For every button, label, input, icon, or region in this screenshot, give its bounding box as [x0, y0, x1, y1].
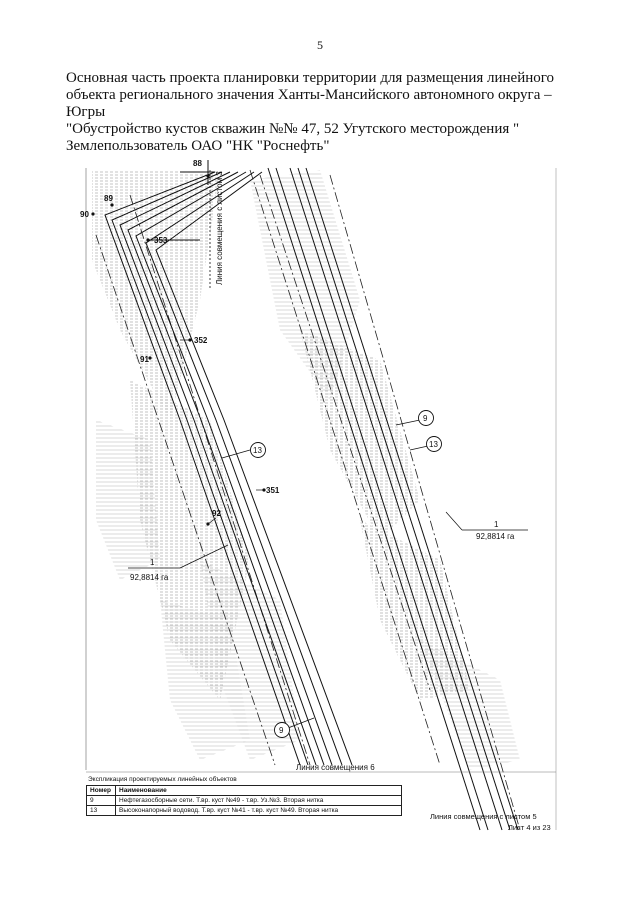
left-pipeline-corridor: [104, 171, 353, 766]
parcel-right-number: 1: [494, 520, 499, 529]
svg-text:13: 13: [429, 440, 438, 449]
point-91-marker: [148, 356, 152, 360]
legend-row-name: Нефтегазосборные сети. Т.вр. куст №49 - …: [115, 795, 402, 806]
header-line-4: "Обустройство кустов скважин №№ 47, 52 У…: [66, 121, 520, 137]
table-row: 13 Высоконапорный водовод. Т.вр. куст №4…: [86, 805, 402, 816]
parcel-right-area: 92,8814 га: [476, 532, 515, 541]
header-line-3: Югры: [66, 104, 106, 120]
point-88-marker: [206, 174, 210, 178]
point-353-marker: [146, 238, 150, 242]
table-row: 9 Нефтегазосборные сети. Т.вр. куст №49 …: [86, 795, 402, 806]
legend-header-row: Номер Наименование: [86, 785, 402, 796]
point-353-label: 353: [154, 236, 168, 245]
object-tag-9-right: 9: [395, 410, 434, 426]
page-number: 5: [317, 38, 323, 52]
svg-text:9: 9: [423, 414, 428, 423]
parcel-left-number: 1: [150, 558, 155, 567]
legend-row-name: Высоконапорный водовод. Т.вр. куст №41 -…: [115, 805, 402, 816]
object-tag-13-left: 13: [221, 442, 266, 459]
point-leaders: [180, 339, 264, 525]
point-352-label: 352: [194, 336, 208, 345]
point-90-label: 90: [80, 210, 89, 219]
svg-text:9: 9: [279, 726, 284, 735]
legend-row-number: 13: [86, 805, 116, 816]
point-89-label: 89: [104, 194, 113, 203]
parcel-left-area: 92,8814 га: [130, 573, 169, 582]
boundary-lines: [95, 169, 521, 831]
point-88-label: 88: [193, 159, 202, 168]
legend-col-number: Номер: [86, 785, 116, 796]
document-header: Основная часть проекта планировки террит…: [66, 70, 566, 155]
parcel-label-right: 1 92,8814 га: [445, 511, 528, 541]
legend-col-name: Наименование: [115, 785, 402, 796]
legend-title: Экспликация проектируемых линейных объек…: [88, 776, 237, 783]
object-tag-13-right: 13: [409, 436, 442, 452]
point-351-label: 351: [266, 486, 280, 495]
parcel-label-left: 1 92,8814 га: [128, 544, 229, 582]
header-line-1: Основная часть проекта планировки террит…: [66, 70, 555, 86]
point-92-label: 92: [212, 509, 221, 518]
join-line-bottom-label: Линия совмещения 6: [296, 763, 375, 772]
join-line-sheet3-label: Линия совмещения с листом 3: [215, 171, 224, 285]
object-tag-9-left: 9: [274, 717, 315, 738]
terrain-hatching: [92, 170, 520, 770]
right-pipeline-corridor: [267, 167, 519, 831]
point-91-label: 91: [140, 355, 149, 364]
point-90-marker: [91, 212, 95, 216]
header-line-5: Землепользователь ОАО "НК "Роснефть": [66, 138, 330, 154]
legend-grid: Номер Наименование 9 Нефтегазосборные се…: [86, 785, 402, 816]
top-connector: [148, 160, 215, 241]
legend-row-number: 9: [86, 795, 116, 806]
point-89-marker: [110, 203, 114, 207]
legend-table: Экспликация проектируемых линейных объек…: [86, 775, 402, 816]
svg-text:13: 13: [253, 446, 262, 455]
header-line-2: объекта регионального значения Ханты-Ман…: [66, 87, 552, 103]
sheet-number-label: Лист 4 из 23: [508, 823, 551, 832]
join-sheet-5-label: Линия совмещения с листом 5: [430, 812, 537, 821]
